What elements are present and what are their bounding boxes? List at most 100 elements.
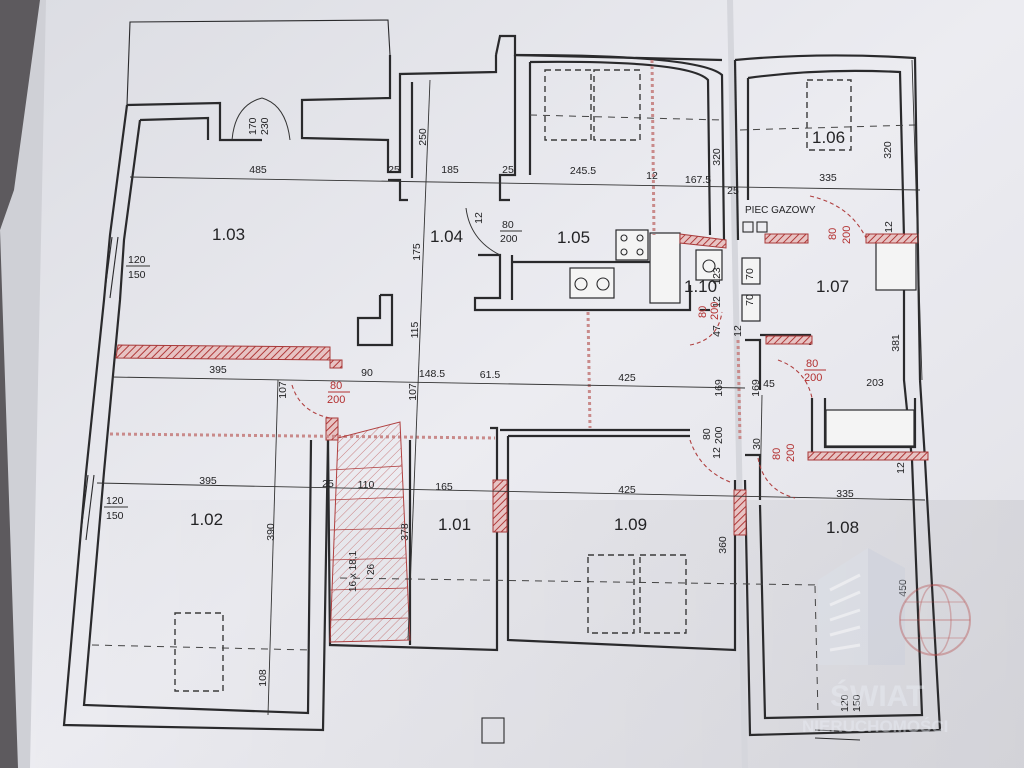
dim-label: 115 <box>409 321 421 338</box>
entry-label: 230 <box>259 117 271 135</box>
dim-label: 425 <box>618 372 636 384</box>
dim-label: 185 <box>441 164 459 176</box>
dim-label: 123 <box>711 267 723 285</box>
dim-label: 110 <box>358 479 375 491</box>
dim-label: 90 <box>361 367 373 379</box>
room-label-1-10: 1.10 <box>684 277 717 296</box>
dim-label: 175 <box>411 243 423 261</box>
dim-label: 450 <box>897 579 909 597</box>
dim-label: 245.5 <box>570 165 596 177</box>
stairs-count-label: 26 <box>366 563 377 575</box>
dim-label: 425 <box>618 484 636 496</box>
door-label: 80 <box>330 380 342 392</box>
door-label: 200 <box>841 226 853 244</box>
room-label-1-07: 1.07 <box>816 277 849 296</box>
new-walls-hatched <box>109 59 929 536</box>
door-label: 80 <box>806 358 818 370</box>
dim-label: 390 <box>265 523 277 541</box>
dim-label: 108 <box>257 669 269 687</box>
room-labels: 1.03 1.04 1.05 1.06 1.07 1.10 1.02 1.01 … <box>190 128 859 592</box>
dim-label: 12 <box>646 170 658 182</box>
dim-label: 61.5 <box>480 369 501 381</box>
dim-label: 12 <box>883 221 895 233</box>
dim-label: 381 <box>890 334 902 352</box>
window-label: 150 <box>128 269 146 281</box>
door-label: 80 <box>827 228 839 240</box>
dim-label: 70 <box>744 268 756 280</box>
dim-label: 485 <box>249 164 267 176</box>
watermark-title: ŚWIAT <box>830 679 924 713</box>
dim-label: 378 <box>399 523 411 541</box>
dim-label: 250 <box>417 128 429 146</box>
room-label-1-06: 1.06 <box>812 128 845 147</box>
roof-lines <box>91 69 916 716</box>
door-label: 80 <box>697 306 709 318</box>
door-label: 80 <box>502 219 514 231</box>
dim-label: 395 <box>199 475 217 487</box>
floor-plan: 1.03 1.04 1.05 1.06 1.07 1.10 1.02 1.01 … <box>62 19 942 744</box>
door-label: 200 <box>500 233 518 245</box>
dim-label: 395 <box>209 364 227 376</box>
room-label-1-01: 1.01 <box>438 515 471 534</box>
dim-label: 25 <box>727 185 739 197</box>
dim-label: 203 <box>866 377 884 389</box>
door-label: 200 <box>709 302 721 320</box>
room-label-1-09: 1.09 <box>614 515 647 534</box>
dim-label: 169 <box>750 379 762 397</box>
dim-label: 70 <box>744 294 756 306</box>
staircase <box>329 421 411 643</box>
horizontal-dimensions: 485 25 185 25 245.5 12 167.5 25 335 395 … <box>199 164 884 500</box>
dim-label: 12 <box>895 462 907 474</box>
dim-label: 165 <box>435 481 453 493</box>
dim-label: 335 <box>819 172 837 184</box>
dim-label: 360 <box>717 536 729 554</box>
dim-label: 47 <box>711 325 723 337</box>
dim-label: 12 <box>711 296 723 308</box>
watermark: ŚWIAT NIERUCHOMOŚCI <box>802 548 971 736</box>
watermark-subtitle: NIERUCHOMOŚCI <box>802 717 948 736</box>
dim-label: 107 <box>277 381 289 399</box>
dim-label: 107 <box>407 383 419 401</box>
door-label: 200 <box>327 394 345 406</box>
dim-label: 169 <box>713 379 725 397</box>
door-label: 80 <box>701 428 713 440</box>
dim-label: 335 <box>836 488 854 500</box>
window-label: 120 <box>839 694 851 712</box>
paper-shade <box>0 500 1024 768</box>
dim-label: 25 <box>388 164 400 176</box>
room-label-1-04: 1.04 <box>430 227 463 246</box>
dim-label: 45 <box>763 378 775 390</box>
dim-label: 12 <box>711 447 723 459</box>
room-label-1-08: 1.08 <box>826 518 859 537</box>
watermark-globe-icon <box>899 584 971 656</box>
dim-label: 30 <box>751 438 763 450</box>
room-label-1-05: 1.05 <box>557 228 590 247</box>
door-swings <box>231 97 867 499</box>
entry-label: 170 <box>247 117 259 135</box>
dim-label: 148.5 <box>419 368 445 380</box>
door-label: 200 <box>785 444 797 462</box>
window-label: 150 <box>851 694 863 712</box>
watermark-building-icon <box>818 548 905 665</box>
window-label: 120 <box>128 254 146 266</box>
outer-walls <box>62 19 942 744</box>
dim-label: 25 <box>502 164 514 176</box>
dim-label: 167.5 <box>685 174 711 186</box>
door-label: 80 <box>771 448 783 460</box>
window-label: 150 <box>106 510 124 522</box>
dim-label: 320 <box>711 148 723 166</box>
dim-label: 25 <box>322 478 334 490</box>
door-label: 200 <box>804 372 822 384</box>
window-labels: 120 150 120 150 120 150 170 230 <box>104 117 863 712</box>
stairs-size-label: 16 x 18,1 <box>348 550 359 592</box>
dimension-lines <box>96 59 926 716</box>
dim-label: 12 <box>473 212 485 224</box>
room-label-1-02: 1.02 <box>190 510 223 529</box>
door-label: 200 <box>713 426 725 444</box>
dim-label: 320 <box>882 141 894 159</box>
door-labels: 80 200 80 200 80 200 80 200 80 200 80 20… <box>327 219 853 462</box>
stove-label: PIEC GAZOWY <box>745 205 816 216</box>
room-label-1-03: 1.03 <box>212 225 245 244</box>
dim-label: 12 <box>732 325 744 337</box>
